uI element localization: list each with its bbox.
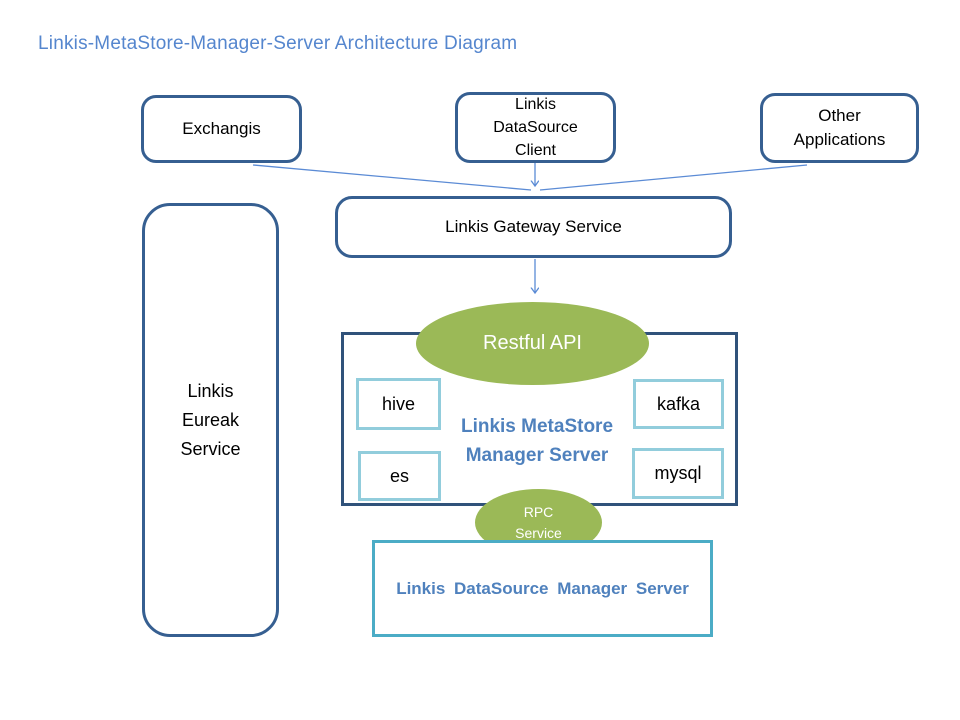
exchangis-label: Exchangis (182, 119, 261, 138)
restful-api-label: Restful API (483, 332, 582, 354)
exchangis-box: Exchangis (141, 95, 302, 163)
plugin-es-box: es (358, 451, 441, 501)
metastore-server-label: Linkis MetaStore Manager Server (441, 412, 633, 470)
plugin-hive-label: hive (381, 393, 416, 414)
plugin-kafka-label: kafka (656, 393, 701, 414)
linkis-eureka-service-box: Linkis Eureak Service (142, 203, 279, 637)
gateway-label: Linkis Gateway Service (445, 217, 622, 236)
datasource-client-label-line3: Client (515, 142, 556, 159)
datasource-manager-server-label: Linkis DataSource Manager Server (396, 578, 689, 598)
eureka-label-line2: Eureak (181, 409, 240, 430)
plugin-kafka-box: kafka (633, 379, 724, 429)
datasource-client-label-line2: DataSource (493, 119, 578, 136)
connector-exchangis-gateway (252, 164, 532, 191)
restful-api-ellipse: Restful API (416, 302, 649, 385)
eureka-label-line1: Linkis (187, 380, 234, 401)
diagram-title: Linkis-MetaStore-Manager-Server Architec… (38, 33, 518, 54)
other-applications-label-line1: Other (818, 106, 861, 125)
metastore-server-label-line1: Linkis MetaStore (460, 416, 614, 437)
metastore-server-label-line2: Manager Server (465, 445, 609, 466)
datasource-client-label-line1: Linkis (515, 96, 556, 113)
linkis-datasource-manager-server-box: Linkis DataSource Manager Server (372, 540, 713, 637)
linkis-gateway-service-box: Linkis Gateway Service (335, 196, 732, 258)
other-applications-box: Other Applications (760, 93, 919, 163)
eureka-label-line3: Service (180, 438, 241, 459)
plugin-es-label: es (389, 465, 409, 486)
linkis-datasource-client-box: Linkis DataSource Client (455, 92, 616, 163)
plugin-hive-box: hive (356, 378, 441, 430)
other-applications-label-line2: Applications (793, 130, 886, 149)
rpc-service-label-line2: Service (515, 524, 562, 541)
plugin-mysql-box: mysql (632, 448, 724, 499)
connector-otherapps-gateway (539, 164, 808, 191)
plugin-mysql-label: mysql (654, 463, 702, 483)
rpc-service-label-line1: RPC (523, 503, 554, 520)
